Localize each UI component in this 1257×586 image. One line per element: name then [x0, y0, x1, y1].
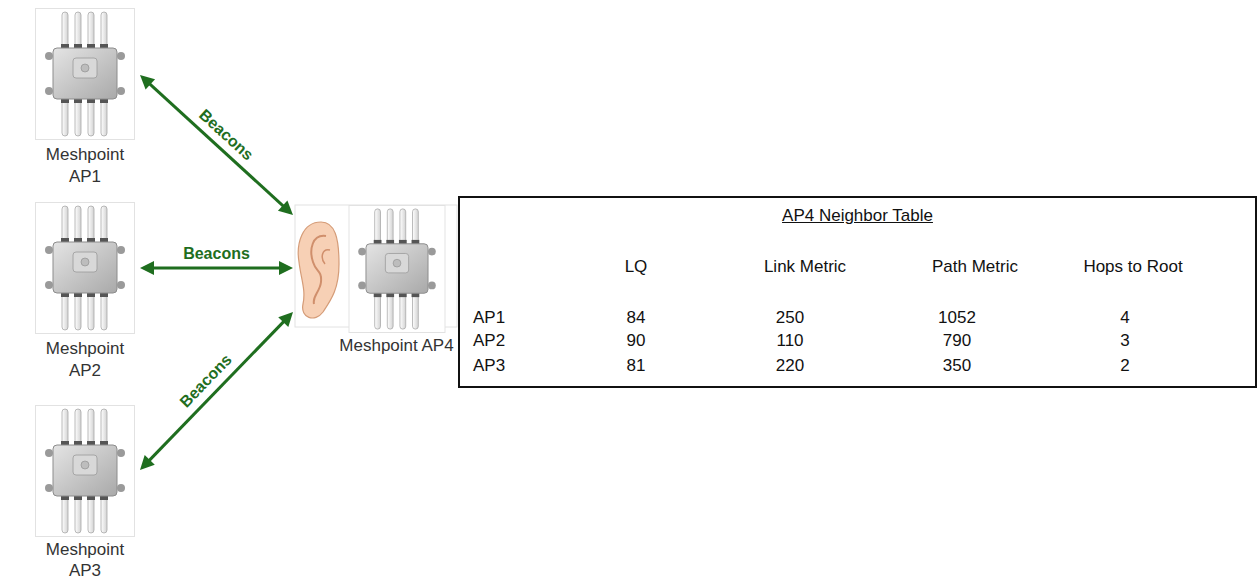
table-cell: 3 — [1120, 331, 1129, 351]
access-point-icon — [36, 203, 135, 334]
arrowhead — [140, 75, 155, 90]
table-header: Link Metric — [764, 257, 846, 277]
table-cell: 4 — [1120, 308, 1129, 328]
arrowhead — [278, 312, 293, 327]
meshpoint-node: Meshpoint AP1 — [30, 6, 140, 188]
arrowhead — [140, 455, 155, 470]
table-cell: 790 — [943, 331, 971, 351]
arrowhead — [279, 261, 293, 275]
edge-label: Beacons — [195, 106, 256, 164]
arrowhead — [278, 200, 293, 215]
meshpoint-node: Meshpoint AP3 — [30, 403, 140, 581]
connector-line — [148, 321, 284, 462]
beacon-arrow — [140, 75, 293, 215]
table-header: Hops to Root — [1083, 257, 1182, 277]
table-cell: 1052 — [938, 308, 976, 328]
connector-line — [152, 267, 281, 270]
neighbor-table: AP4 Neighbor Table — [458, 196, 1257, 388]
meshpoint-node: Meshpoint AP4 — [293, 203, 458, 357]
table-cell: 220 — [776, 356, 804, 376]
access-point-icon — [349, 205, 445, 332]
node-caption: Meshpoint AP2 — [30, 338, 140, 382]
beacon-arrow — [140, 261, 293, 275]
node-caption: Meshpoint AP1 — [30, 144, 140, 188]
node-caption: Meshpoint AP4 — [335, 335, 458, 357]
edge-label: Beacons — [177, 351, 236, 411]
node-caption: Meshpoint AP3 — [30, 539, 140, 581]
table-header: LQ — [625, 257, 648, 277]
table-cell: 90 — [627, 331, 646, 351]
table-cell: 84 — [627, 308, 646, 328]
table-cell: AP3 — [473, 356, 505, 376]
table-cell: AP1 — [473, 308, 505, 328]
ear-icon — [298, 222, 339, 318]
table-header: Path Metric — [932, 257, 1018, 277]
table-title: AP4 Neighbor Table — [460, 198, 1255, 227]
arrowhead — [140, 261, 154, 275]
beacon-arrow — [140, 312, 293, 470]
connector-line — [149, 83, 284, 207]
edge-label: Beacons — [183, 245, 250, 263]
access-point-icon — [36, 9, 135, 140]
access-point-icon — [36, 406, 135, 537]
table-cell: 81 — [627, 356, 646, 376]
table-cell: 250 — [776, 308, 804, 328]
meshpoint-node: Meshpoint AP2 — [30, 200, 140, 382]
table-cell: AP2 — [473, 331, 505, 351]
table-cell: 2 — [1120, 356, 1129, 376]
table-cell: 350 — [943, 356, 971, 376]
table-cell: 110 — [776, 331, 803, 351]
